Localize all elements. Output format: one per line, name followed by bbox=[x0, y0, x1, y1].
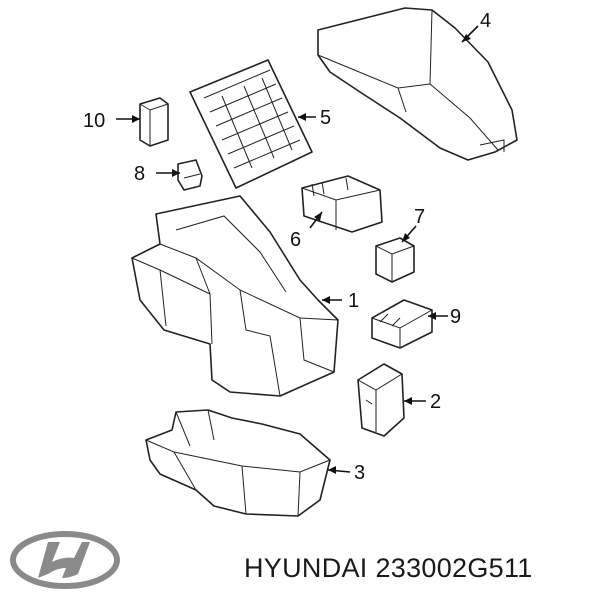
part-number: 233002G511 bbox=[375, 553, 533, 583]
part-7-relay bbox=[375, 237, 415, 283]
part-6-fuse-block bbox=[301, 175, 383, 233]
callout-6-label: 6 bbox=[290, 229, 301, 251]
callout-4-label: 4 bbox=[480, 10, 491, 32]
part-2-bracket bbox=[357, 363, 405, 437]
callout-4: 4 bbox=[461, 10, 491, 43]
part-9-connector bbox=[371, 299, 433, 349]
callout-7: 7 bbox=[401, 206, 425, 243]
callout-10-label: 10 bbox=[83, 110, 105, 132]
callout-10: 10 bbox=[83, 110, 140, 132]
brand-name: HYUNDAI bbox=[244, 553, 368, 583]
part-5-fuse-plate bbox=[189, 59, 313, 189]
part-10-relay bbox=[139, 97, 169, 147]
callout-1: 1 bbox=[322, 290, 359, 312]
callout-5-label: 5 bbox=[320, 107, 331, 129]
part-4-cover bbox=[317, 7, 518, 161]
callout-5: 5 bbox=[298, 107, 331, 129]
callout-8-label: 8 bbox=[134, 163, 145, 185]
callout-7-label: 7 bbox=[414, 206, 425, 228]
callout-6: 6 bbox=[290, 211, 323, 251]
part-label: HYUNDAI 233002G511 bbox=[244, 553, 533, 584]
callout-9: 9 bbox=[428, 306, 461, 328]
hyundai-logo-icon bbox=[10, 531, 120, 589]
callout-2-label: 2 bbox=[430, 391, 441, 413]
part-3-lower-cover bbox=[145, 409, 331, 517]
callout-8: 8 bbox=[134, 163, 180, 185]
callout-2: 2 bbox=[404, 391, 441, 413]
part-1-fuse-box-body bbox=[131, 195, 339, 397]
callout-9-label: 9 bbox=[450, 306, 461, 328]
callout-1-label: 1 bbox=[348, 290, 359, 312]
callout-3: 3 bbox=[327, 462, 365, 484]
part-8-fuse bbox=[177, 159, 203, 191]
callout-3-label: 3 bbox=[354, 462, 365, 484]
